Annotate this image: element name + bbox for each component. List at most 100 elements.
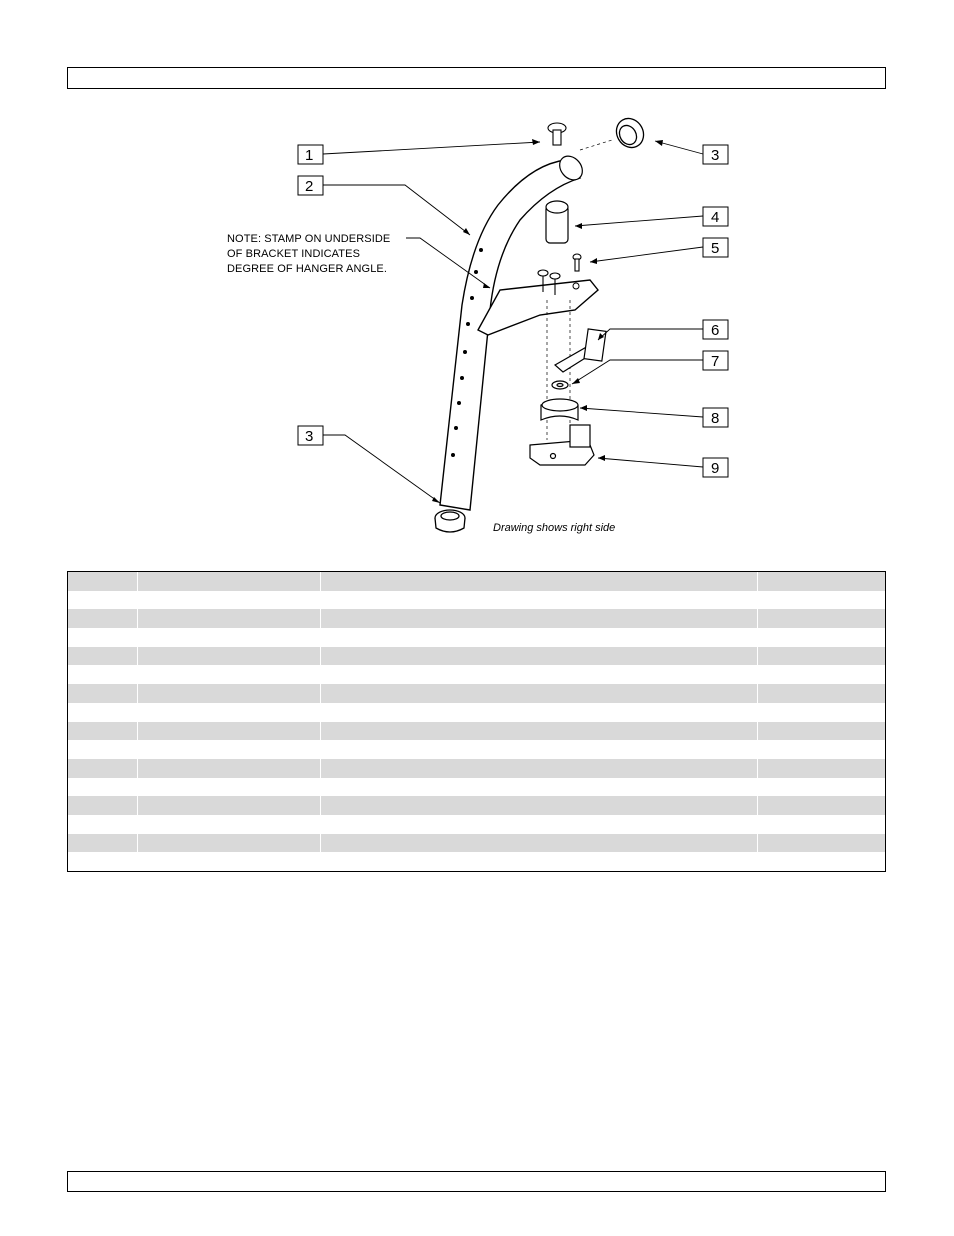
table-cell xyxy=(68,590,138,610)
table-cell xyxy=(138,646,321,666)
collar xyxy=(540,398,579,421)
table-row xyxy=(68,665,885,685)
stamp-note: NOTE: STAMP ON UNDERSIDE OF BRACKET INDI… xyxy=(227,233,391,275)
callout-1: 1 xyxy=(297,144,324,165)
table-row xyxy=(68,852,885,872)
table-cell xyxy=(758,684,885,703)
table-cell xyxy=(138,590,321,610)
table-cell xyxy=(68,796,138,816)
table-cell xyxy=(321,833,758,853)
table-cell xyxy=(758,647,885,666)
table-cell xyxy=(138,665,321,685)
table-cell xyxy=(138,796,321,816)
table-cell xyxy=(321,815,758,834)
table-cell xyxy=(68,684,138,703)
table-cell xyxy=(68,740,138,759)
table-cell xyxy=(138,702,321,722)
table-cell xyxy=(138,759,321,778)
svg-text:2: 2 xyxy=(305,178,313,195)
table-cell xyxy=(68,833,138,853)
column-header xyxy=(321,572,758,591)
table-cell xyxy=(321,759,758,778)
table-cell xyxy=(68,721,138,741)
table-cell xyxy=(321,684,758,703)
table-cell xyxy=(758,740,885,759)
table-cell xyxy=(321,628,758,647)
svg-text:5: 5 xyxy=(711,240,719,257)
parts-table xyxy=(67,571,886,872)
latch-plate xyxy=(553,328,607,373)
table-row xyxy=(68,646,885,666)
callout-8: 8 xyxy=(702,407,729,428)
svg-text:4: 4 xyxy=(711,209,719,226)
table-cell xyxy=(321,590,758,610)
table-cell xyxy=(138,684,321,703)
table-cell xyxy=(321,796,758,816)
end-cap-bottom xyxy=(434,509,466,533)
table-cell xyxy=(758,853,885,872)
svg-text:8: 8 xyxy=(711,410,719,427)
table-cell xyxy=(68,665,138,685)
table-cell xyxy=(758,609,885,628)
column-header xyxy=(68,572,138,591)
svg-text:6: 6 xyxy=(711,322,719,339)
table-cell xyxy=(321,740,758,759)
table-cell xyxy=(758,722,885,741)
table-cell xyxy=(758,834,885,853)
end-cap-top xyxy=(615,117,645,149)
table-cell xyxy=(138,852,321,872)
table-cell xyxy=(758,815,885,834)
callout-6: 6 xyxy=(702,319,729,340)
table-row xyxy=(68,759,885,778)
table-row xyxy=(68,796,885,816)
column-header xyxy=(758,572,885,591)
table-cell xyxy=(68,609,138,629)
svg-text:9: 9 xyxy=(711,460,719,477)
callout-4: 4 xyxy=(702,206,729,227)
table-cell xyxy=(321,777,758,797)
table-cell xyxy=(758,628,885,647)
tube-top-opening xyxy=(559,155,583,181)
table-header-row xyxy=(68,572,885,591)
callout-9: 9 xyxy=(702,457,729,478)
table-cell xyxy=(758,666,885,685)
callout-2: 2 xyxy=(297,175,324,196)
table-cell xyxy=(758,703,885,722)
table-cell xyxy=(68,759,138,778)
table-row xyxy=(68,609,885,629)
column-header xyxy=(138,572,321,591)
callout-3-top: 3 xyxy=(702,144,729,165)
table-row xyxy=(68,590,885,610)
table-row xyxy=(68,684,885,703)
table-cell xyxy=(321,702,758,722)
table-row xyxy=(68,721,885,741)
table-cell xyxy=(138,628,321,647)
table-row xyxy=(68,815,885,834)
table-cell xyxy=(138,740,321,759)
table-row xyxy=(68,833,885,853)
svg-text:7: 7 xyxy=(711,353,719,370)
table-cell xyxy=(758,759,885,778)
table-cell xyxy=(68,628,138,647)
table-cell xyxy=(321,721,758,741)
svg-text:3: 3 xyxy=(305,428,313,445)
exploded-parts-drawing: 1 2 3 4 5 6 7 8 9 3 NOTE: STAMP ON UNDER… xyxy=(0,0,954,560)
bracket xyxy=(477,279,599,336)
table-cell xyxy=(321,609,758,629)
svg-text:1: 1 xyxy=(305,147,313,164)
bracket-screws xyxy=(537,253,582,295)
table-cell xyxy=(138,815,321,834)
table-cell xyxy=(68,777,138,797)
callout-7: 7 xyxy=(702,350,729,371)
table-cell xyxy=(138,833,321,853)
header-bar xyxy=(67,67,886,89)
table-cell xyxy=(758,796,885,815)
top-screw xyxy=(547,122,567,146)
table-cell xyxy=(138,777,321,797)
table-cell xyxy=(68,815,138,834)
svg-text:3: 3 xyxy=(711,147,719,164)
parts-illustration: 1 2 3 4 5 6 7 8 9 3 xyxy=(297,117,729,533)
table-row xyxy=(68,628,885,647)
footer-bar xyxy=(67,1171,886,1192)
table-cell xyxy=(138,721,321,741)
